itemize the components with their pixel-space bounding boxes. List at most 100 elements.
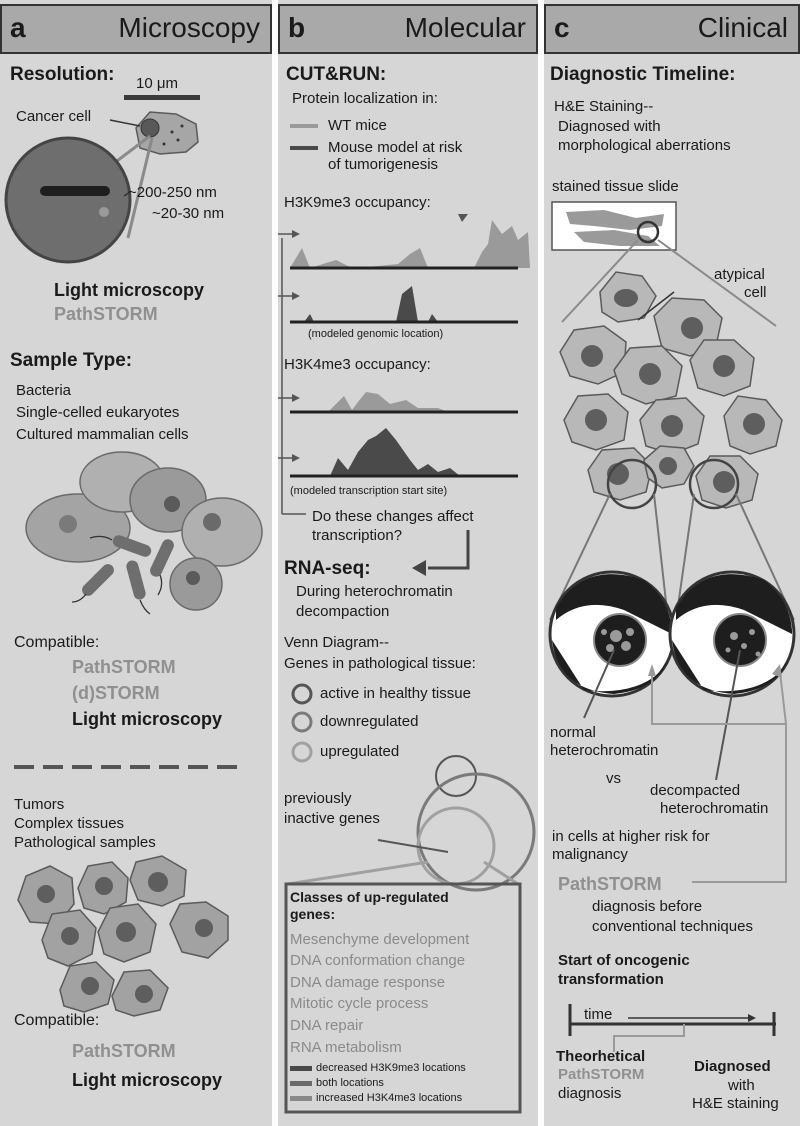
theoretical-line-1: Theorhetical	[556, 1048, 646, 1065]
compat-light-1: Light microscopy	[72, 709, 223, 729]
rnaseq-line-2: decompaction	[296, 603, 390, 620]
sample-cultured-cells: Cultured mammalian cells	[16, 426, 189, 443]
panel-a-letter: a	[10, 12, 26, 43]
panel-c-graphics	[548, 201, 796, 1052]
classes-legend-decreased: decreased H3K9me3 locations	[316, 1062, 466, 1074]
class-item: DNA conformation change	[290, 952, 466, 969]
panel-b-title: Molecular	[404, 12, 526, 43]
venn-heading-1: Venn Diagram--	[284, 634, 390, 651]
class-item: DNA repair	[290, 1017, 364, 1034]
legend-model-label-2: of tumorigenesis	[328, 156, 439, 173]
track-model-h3k4	[330, 428, 460, 476]
slide-label: stained tissue slide	[552, 178, 679, 195]
compat-light-2: Light microscopy	[72, 1070, 223, 1090]
inactive-label-2: inactive genes	[284, 810, 380, 827]
h3k9-heading: H3K9me3 occupancy:	[284, 194, 431, 211]
question-line-1: Do these changes affect	[312, 508, 474, 525]
time-label: time	[584, 1006, 613, 1023]
atypical-label-1: atypical	[714, 266, 765, 283]
sample-tumors: Tumors	[14, 796, 65, 813]
method-pathstorm: PathSTORM	[54, 304, 158, 324]
classes-legend-both: both locations	[316, 1077, 384, 1089]
panel-c-letter: c	[554, 12, 570, 43]
he-line-1: H&E Staining--	[554, 98, 654, 115]
pathstorm-label: PathSTORM	[558, 874, 662, 894]
bacterium-icon	[112, 535, 152, 557]
sample-bacteria: Bacteria	[16, 382, 72, 399]
panel-a-graphics	[4, 95, 263, 1017]
decompacted-label-1: decompacted	[650, 782, 741, 799]
panel-b-graphics	[278, 124, 536, 1114]
protein-loc-label: Protein localization in:	[292, 90, 438, 107]
sample-eukaryotes: Single-celled eukaryotes	[16, 404, 180, 421]
diagnosed-line-2: with	[728, 1077, 755, 1094]
compat-pathstorm-2: PathSTORM	[72, 1041, 176, 1061]
sample-pathological: Pathological samples	[14, 834, 156, 851]
cancer-cell-nucleus-icon	[140, 118, 160, 138]
cancer-cell-label: Cancer cell	[16, 108, 92, 125]
track-model-h3k9	[304, 286, 518, 322]
class-item: Mesenchyme development	[290, 931, 470, 948]
legend-upregulated-label: upregulated	[320, 743, 400, 760]
theoretical-line-3: diagnosis	[558, 1085, 622, 1102]
panel-molecular: b Molecular	[278, 0, 538, 1126]
normal-label-2: heterochromatin	[550, 742, 659, 759]
compat-pathstorm-1: PathSTORM	[72, 657, 176, 677]
legend-downregulated-label: downregulated	[320, 713, 419, 730]
venn-small-circle	[435, 755, 477, 797]
classes-heading-1: Classes of up-regulated	[290, 889, 449, 905]
theoretical-line-2: PathSTORM	[558, 1066, 645, 1083]
venn-large-circle	[416, 772, 536, 892]
legend-wt-label: WT mice	[328, 117, 387, 134]
nucleus-zoom-icon	[4, 136, 132, 264]
legend-upregulated-icon	[291, 741, 313, 763]
classes-legend-increased: increased H3K4me3 locations	[316, 1092, 463, 1104]
vs-label: vs	[606, 770, 621, 787]
venn-upregulated-circle	[416, 806, 496, 886]
method-light-microscopy: Light microscopy	[54, 280, 205, 300]
risk-line-2: malignancy	[552, 846, 628, 863]
track-wt-h3k9	[290, 220, 530, 268]
legend-model-label-1: Mouse model at risk	[328, 139, 463, 156]
atypical-label-2: cell	[744, 284, 767, 301]
he-line-2: Diagnosed with	[558, 118, 661, 135]
panel-c-header: c Clinical	[544, 4, 800, 54]
onco-line-1: Start of oncogenic	[558, 952, 690, 969]
compat-dstorm: (d)STORM	[72, 683, 160, 703]
diagnosed-line-1: Diagnosed	[694, 1058, 771, 1075]
panel-b-letter: b	[288, 12, 306, 43]
timeline-heading: Diagnostic Timeline:	[550, 64, 736, 85]
diagnosed-line-3: H&E staining	[692, 1095, 779, 1112]
panel-a-header: a Microscopy	[0, 4, 272, 54]
class-item: Mitotic cycle process	[290, 995, 429, 1012]
rnaseq-line-1: During heterochromatin	[296, 583, 453, 600]
he-line-3: morphological aberrations	[558, 137, 731, 154]
panel-clinical: c Clinical	[544, 0, 800, 1126]
track-wt-h3k4	[328, 392, 448, 412]
diag-line-1: diagnosis before	[592, 898, 703, 915]
decompacted-label-2: heterochromatin	[660, 800, 769, 817]
cutrun-heading: CUT&RUN:	[286, 64, 387, 85]
h3k4-heading: H3K4me3 occupancy:	[284, 356, 431, 373]
rnaseq-heading: RNA-seq:	[284, 558, 371, 579]
class-item: RNA metabolism	[290, 1039, 402, 1056]
resolution-light: ~200-250 nm	[128, 184, 217, 201]
inactive-label-1: previously	[284, 790, 352, 807]
sample-complex-tissues: Complex tissues	[14, 815, 125, 832]
scale-label: 10 μm	[136, 75, 178, 92]
legend-active-label: active in healthy tissue	[320, 685, 471, 702]
resolution-pathstorm: ~20-30 nm	[152, 205, 225, 222]
diag-line-2: conventional techniques	[592, 918, 753, 935]
onco-line-2: transformation	[558, 971, 664, 988]
compatible-label-2: Compatible:	[14, 1012, 100, 1029]
genomic-location-label: (modeled genomic location)	[308, 328, 444, 340]
legend-active-icon	[291, 683, 313, 705]
question-line-2: transcription?	[312, 527, 403, 544]
panel-microscopy: a Microscopy	[0, 0, 272, 1126]
classes-heading-2: genes:	[290, 906, 336, 922]
compatible-label-1: Compatible:	[14, 634, 100, 651]
class-item: DNA damage response	[290, 974, 446, 991]
eukaryote-cell-icon	[25, 493, 131, 563]
venn-heading-2: Genes in pathological tissue:	[284, 655, 476, 672]
panel-a-title: Microscopy	[118, 12, 260, 43]
